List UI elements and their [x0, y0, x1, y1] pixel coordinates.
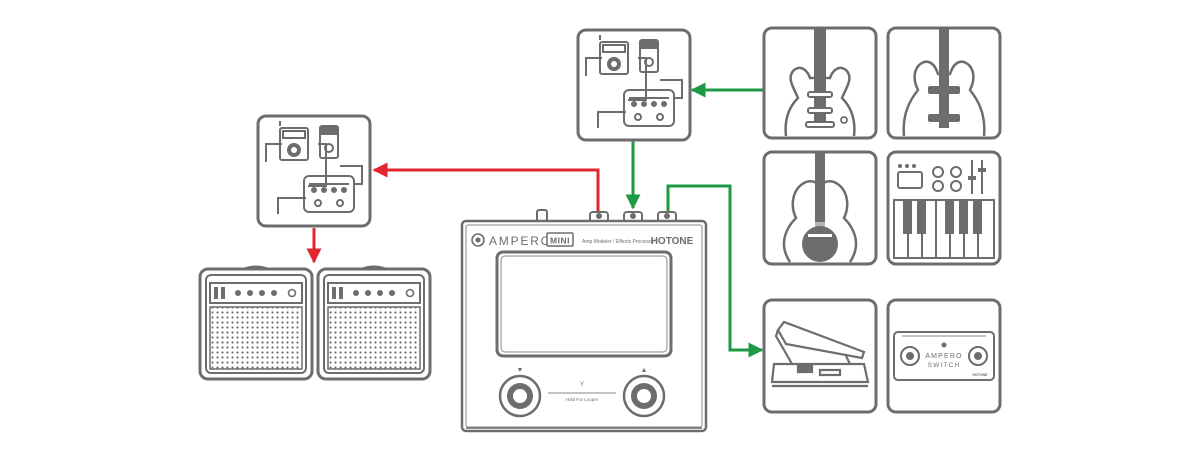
amp-icon — [316, 265, 432, 381]
footswitch-maker: HOTONE — [973, 373, 989, 377]
device-maker-logo: HOTONE — [651, 236, 694, 247]
electric-guitar-tile — [762, 26, 878, 140]
amp-left — [198, 265, 314, 381]
output-to-pedalboard-arrow — [372, 162, 600, 212]
keyboard-synth-icon — [893, 160, 995, 259]
footswitch-line1: AMPERO — [925, 353, 963, 360]
expression-pedal-icon — [770, 320, 870, 388]
acoustic-guitar-icon — [782, 152, 858, 263]
amp-right — [316, 265, 432, 381]
footswitch-line2: SWITCH — [928, 362, 961, 369]
left-switch-arrow: ▼ — [517, 367, 524, 374]
electric-guitar-icon — [784, 28, 856, 137]
right-switch-arrow: ▲ — [641, 367, 648, 374]
expression-pedal-tile — [762, 298, 878, 414]
footswitch-hint: Hold For Looper — [566, 397, 599, 402]
connection-lines — [306, 82, 764, 358]
device-brand-name: AMPERO — [489, 234, 552, 248]
pedalboard-output-box — [256, 114, 372, 228]
pedalboard-icon — [585, 35, 683, 128]
bass-guitar-icon — [902, 28, 986, 137]
pedalboard-icon — [265, 121, 363, 214]
device-screen — [495, 250, 673, 358]
amp-icon — [198, 265, 314, 381]
acoustic-guitar-tile — [762, 150, 878, 266]
right-footswitch[interactable] — [622, 374, 666, 418]
device-model-badge: MINI — [550, 236, 570, 246]
keyboard-synth-tile — [886, 150, 1002, 266]
bass-guitar-tile — [886, 26, 1002, 140]
looper-symbol-icon: Y — [580, 382, 584, 388]
pedalboard-input-box — [576, 28, 692, 142]
exp-jack-to-pedal-arrow — [666, 184, 764, 358]
footswitch-icon: AMPERO SWITCH HOTONE — [893, 331, 995, 381]
ampero-mini-device: AMPERO MINI Amp Modeler / Effects Proces… — [460, 209, 708, 433]
device-subtitle: Amp Modeler / Effects Processor — [582, 239, 655, 245]
footswitch-tile: AMPERO SWITCH HOTONE — [886, 298, 1002, 414]
left-footswitch[interactable] — [498, 374, 542, 418]
